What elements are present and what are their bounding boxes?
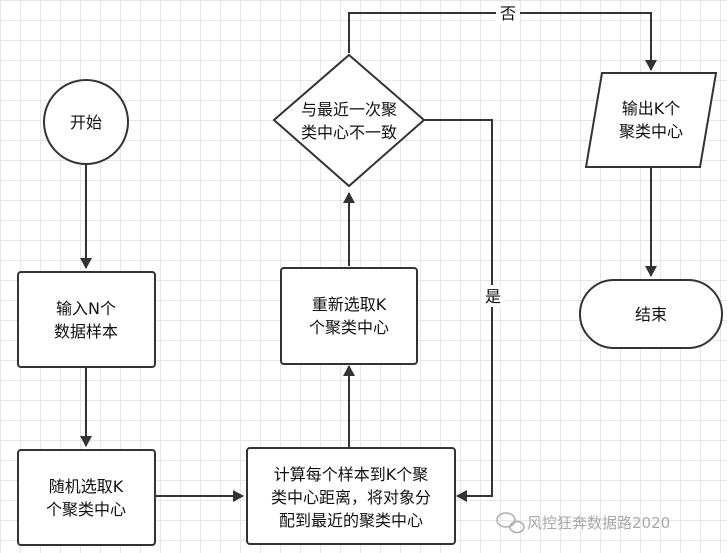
- node-start: 开始: [43, 79, 129, 165]
- edge-decision-yes-to-compute: [424, 119, 493, 502]
- node-compute-line1: 计算每个样本到K个聚: [274, 465, 429, 484]
- node-start-label: 开始: [70, 113, 102, 132]
- node-end: 结束: [579, 279, 723, 349]
- node-output: 输出K个 聚类中心: [584, 72, 718, 168]
- node-reselect-line2: 个聚类中心: [309, 318, 389, 337]
- edge-label-no: 否: [500, 4, 516, 23]
- edge-label-yes: 是: [485, 287, 501, 306]
- node-input: 输入N个 数据样本: [17, 271, 156, 368]
- watermark-text: 风控狂奔数据路2020: [527, 514, 670, 532]
- node-end-label: 结束: [635, 305, 667, 324]
- node-compute: 计算每个样本到K个聚 类中心距离，将对象分 配到最近的聚类中心: [246, 447, 456, 545]
- edge-label-no-bg: [496, 2, 520, 24]
- node-random: 随机选取K 个聚类中心: [17, 449, 156, 546]
- node-decision-line2: 类中心不一致: [301, 123, 397, 142]
- node-output-line2: 聚类中心: [619, 122, 683, 141]
- node-reselect-line1: 重新选取K: [312, 295, 387, 314]
- node-random-line2: 个聚类中心: [46, 500, 126, 519]
- node-input-line2: 数据样本: [54, 322, 118, 341]
- node-input-line1: 输入N个: [56, 299, 116, 318]
- edge-label-yes-bg: [481, 285, 505, 307]
- node-compute-line2: 类中心距离，将对象分: [271, 488, 431, 507]
- node-decision-line1: 与最近一次聚: [301, 100, 397, 119]
- chat-bubble-icon: [496, 512, 525, 534]
- watermark: 风控狂奔数据路2020: [496, 512, 670, 534]
- node-random-line1: 随机选取K: [49, 477, 124, 496]
- node-compute-line3: 配到最近的聚类中心: [279, 511, 423, 530]
- node-decision: 与最近一次聚 类中心不一致: [272, 53, 426, 188]
- node-reselect: 重新选取K 个聚类中心: [280, 267, 418, 365]
- node-output-line1: 输出K个: [622, 99, 681, 118]
